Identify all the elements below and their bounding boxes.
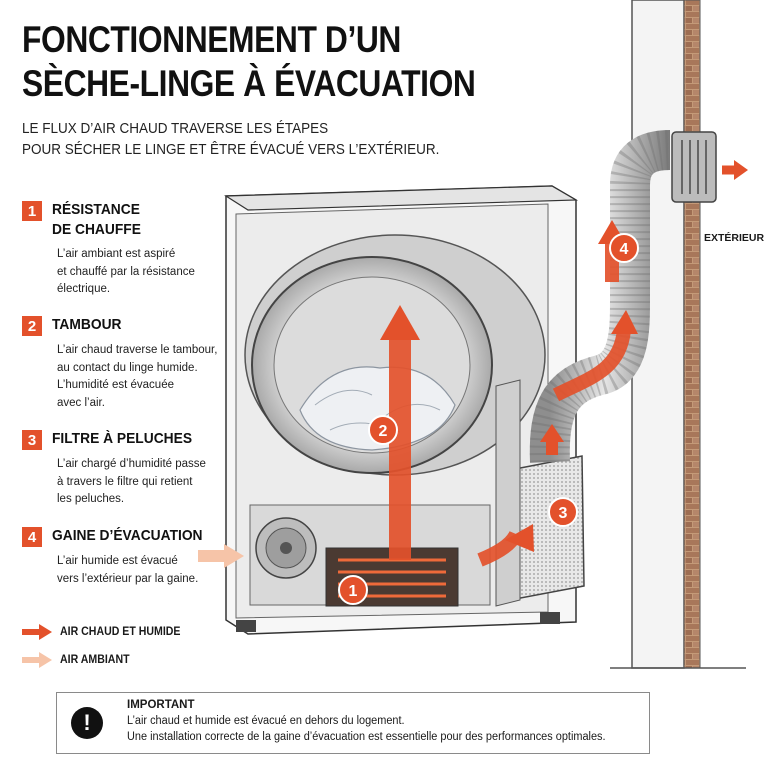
svg-text:2: 2 xyxy=(379,423,388,440)
step-title: GAINE D’ÉVACUATION xyxy=(52,527,203,544)
step-number-badge: 3 xyxy=(22,430,42,450)
step-4: 4 GAINE D’ÉVACUATION L’air humide est év… xyxy=(22,526,232,588)
step-title: FILTRE À PELUCHES xyxy=(52,430,193,447)
step-3: 3 FILTRE À PELUCHES L’air chargé d’humid… xyxy=(22,429,232,509)
step-marker-2: 2 xyxy=(368,415,398,445)
step-title: TAMBOUR xyxy=(52,316,122,333)
page-title: FONCTIONNEMENT D’UN SÈCHE-LINGE À ÉVACUA… xyxy=(22,18,476,106)
important-line-2: Une installation correcte de la gaine d’… xyxy=(127,731,606,743)
step-description: L’air humide est évacué vers l’extérieur… xyxy=(57,555,199,585)
legend-ambient-air: AIR AMBIANT xyxy=(22,652,136,668)
important-line-1: L’air chaud et humide est évacué en deho… xyxy=(127,715,405,727)
legend-hot-humid-air: AIR CHAUD ET HUMIDE xyxy=(22,624,191,640)
drum xyxy=(244,234,546,476)
legend-label: AIR AMBIANT xyxy=(60,654,130,666)
subtitle-line-1: LE FLUX D’AIR CHAUD TRAVERSE LES ÉTAPES xyxy=(22,120,329,137)
arrow-right-icon xyxy=(22,652,52,668)
step-number-badge: 2 xyxy=(22,316,42,336)
fan-and-heater xyxy=(249,504,491,607)
svg-text:1: 1 xyxy=(349,583,358,600)
important-title: IMPORTANT xyxy=(127,699,195,711)
subtitle-line-2: POUR SÉCHER LE LINGE ET ÊTRE ÉVACUÉ VERS… xyxy=(22,141,440,158)
step-marker-1: 1 xyxy=(338,575,368,605)
svg-text:4: 4 xyxy=(620,241,629,258)
step-description: L’air chargé d’humidité passe à travers … xyxy=(57,458,206,505)
step-1: 1 RÉSISTANCE DE CHAUFFE L’air ambiant es… xyxy=(22,200,232,299)
step-number-badge: 1 xyxy=(22,201,42,221)
svg-text:3: 3 xyxy=(559,505,568,522)
title-line-2: SÈCHE-LINGE À ÉVACUATION xyxy=(22,63,476,104)
step-marker-4: 4 xyxy=(609,233,639,263)
title-line-1: FONCTIONNEMENT D’UN xyxy=(22,19,401,60)
important-notice: ! IMPORTANT L’air chaud et humide est év… xyxy=(56,692,650,754)
step-description: L’air chaud traverse le tambour, au cont… xyxy=(57,344,218,409)
step-title: RÉSISTANCE DE CHAUFFE xyxy=(52,201,141,238)
ambient-air-flow xyxy=(198,544,244,568)
step-number-badge: 4 xyxy=(22,527,42,547)
step-2: 2 TAMBOUR L’air chaud traverse le tambou… xyxy=(22,315,232,412)
page-subtitle: LE FLUX D’AIR CHAUD TRAVERSE LES ÉTAPES … xyxy=(22,118,439,160)
arrow-right-icon xyxy=(22,624,52,640)
step-description: L’air ambiant est aspiré et chauffé par … xyxy=(57,248,195,295)
legend-label: AIR CHAUD ET HUMIDE xyxy=(60,626,181,638)
step-marker-3: 3 xyxy=(548,497,578,527)
exterior-label: EXTÉRIEUR xyxy=(704,232,765,244)
exclamation-icon: ! xyxy=(71,707,103,739)
